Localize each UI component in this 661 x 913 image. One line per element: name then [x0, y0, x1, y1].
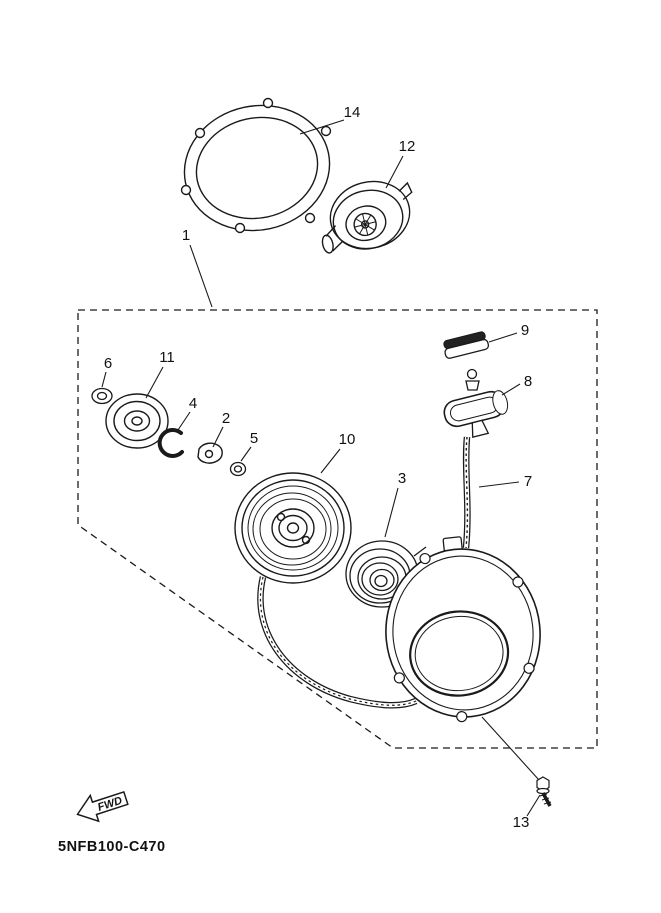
bolt-drawing [536, 776, 552, 807]
rope-anchor-drawing [465, 368, 480, 391]
callout-3: 3 [398, 470, 406, 487]
nut-drawing [91, 387, 113, 405]
rope-loop-drawing [257, 576, 418, 709]
starter-rope-drawing [462, 436, 471, 549]
callout-11: 11 [159, 349, 175, 366]
fwd-label: FWD [96, 795, 124, 814]
callout-8: 8 [524, 373, 532, 390]
starter-case-drawing [385, 536, 541, 723]
recoil-pulley-drawing [234, 472, 352, 584]
gasket-drawing [180, 97, 332, 234]
pawl-drawing [197, 442, 223, 464]
leader-lines [101, 119, 541, 817]
callout-7: 7 [524, 473, 532, 490]
callout-10: 10 [339, 431, 356, 448]
dashed-boundary [77, 309, 598, 749]
callout-13: 13 [513, 814, 530, 831]
starter-handle-drawing [443, 390, 509, 438]
callout-6: 6 [104, 355, 112, 372]
callout-9: 9 [521, 322, 529, 339]
case-to-bolt-line [481, 716, 540, 781]
handle-cap-drawing [443, 331, 490, 359]
callout-1: 1 [182, 227, 190, 244]
fwd-arrow: FWD [76, 791, 129, 823]
diagram-code: 5NFB100-C470 [58, 839, 166, 855]
callout-4: 4 [189, 395, 197, 412]
callout-12: 12 [399, 138, 416, 155]
callout-14: 14 [344, 104, 361, 121]
starter-drive-drawing [321, 180, 413, 254]
circlip-drawing [157, 427, 184, 458]
drive-plate-drawing [105, 393, 169, 449]
callout-2: 2 [222, 410, 230, 427]
callout-5: 5 [250, 430, 258, 447]
pawl-spring-drawing [229, 461, 247, 477]
